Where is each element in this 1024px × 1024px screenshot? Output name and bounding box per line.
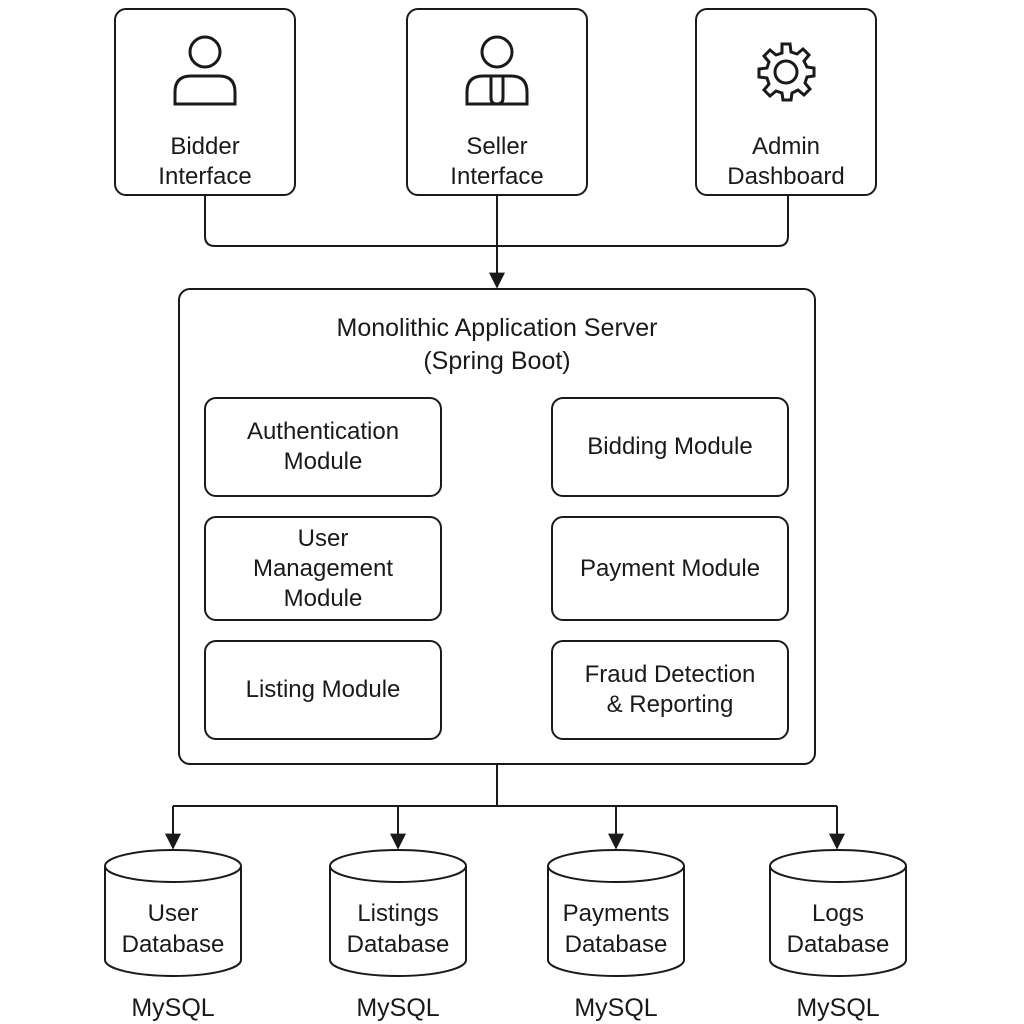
db-label-line: Database <box>564 931 668 958</box>
user-db-engine-label: MySQL <box>131 994 215 1022</box>
client-label-line: Admin <box>751 133 821 160</box>
fraud-detection-module: Fraud Detection & Reporting <box>551 640 789 740</box>
db-label-line: Database <box>346 931 450 958</box>
listing-module: Listing Module <box>204 640 442 740</box>
client-label-line: Bidder <box>170 133 240 160</box>
server-subtitle: (Spring Boot) <box>423 347 571 375</box>
server-title-line: Monolithic Application Server <box>336 314 658 342</box>
logs-db-cylinder <box>769 849 907 977</box>
module-label-line: Management <box>252 554 394 582</box>
bidding-module: Bidding Module <box>551 397 789 497</box>
listings-db-engine-label: MySQL <box>356 994 440 1022</box>
listings-database-label: Listings Database <box>318 898 478 960</box>
payments-database-label: Payments Database <box>536 898 696 960</box>
user-db-cylinder <box>104 849 242 977</box>
db-label-line: Listings <box>357 900 439 927</box>
seller-interface-label: Seller Interface <box>408 132 586 192</box>
logs-database-label: Logs Database <box>758 898 918 960</box>
payments-db-engine-label: MySQL <box>574 994 658 1022</box>
user-management-module: User Management Module <box>204 516 442 621</box>
admin-dashboard-label: Admin Dashboard <box>697 132 875 192</box>
bidder-interface-label: Bidder Interface <box>116 132 294 192</box>
module-label-line: & Reporting <box>606 691 734 718</box>
server-title: Monolithic Application Server (Spring Bo… <box>180 312 814 378</box>
module-label-line: Module <box>283 584 363 612</box>
module-label-line: Module <box>283 448 363 475</box>
db-label-line: Payments <box>562 900 670 927</box>
db-label-line: User <box>147 900 199 927</box>
client-label-line: Seller <box>466 133 528 160</box>
module-label-line: User <box>297 524 349 552</box>
db-label-line: Database <box>786 931 890 958</box>
authentication-module: Authentication Module <box>204 397 442 497</box>
payments-db-cylinder <box>547 849 685 977</box>
module-label-line: Authentication <box>246 418 400 445</box>
db-label-line: Logs <box>811 900 865 927</box>
client-label-line: Interface <box>158 163 252 190</box>
module-label-line: Bidding Module <box>587 433 753 460</box>
gear-icon <box>757 42 816 102</box>
user-icon <box>173 35 237 106</box>
listings-db-cylinder <box>329 849 467 977</box>
user-tie-icon <box>465 35 529 106</box>
payment-module: Payment Module <box>551 516 789 621</box>
db-label-line: Database <box>121 931 225 958</box>
logs-db-engine-label: MySQL <box>796 994 880 1022</box>
module-label-line: Payment Module <box>579 554 761 582</box>
client-label-line: Interface <box>450 163 544 190</box>
module-label-line: Fraud Detection <box>584 661 756 688</box>
seller-interface-box: Seller Interface <box>406 8 588 196</box>
client-label-line: Dashboard <box>727 163 845 190</box>
user-database-label: User Database <box>93 898 253 960</box>
module-label-line: Listing Module <box>245 676 401 703</box>
bidder-interface-box: Bidder Interface <box>114 8 296 196</box>
admin-dashboard-box: Admin Dashboard <box>695 8 877 196</box>
